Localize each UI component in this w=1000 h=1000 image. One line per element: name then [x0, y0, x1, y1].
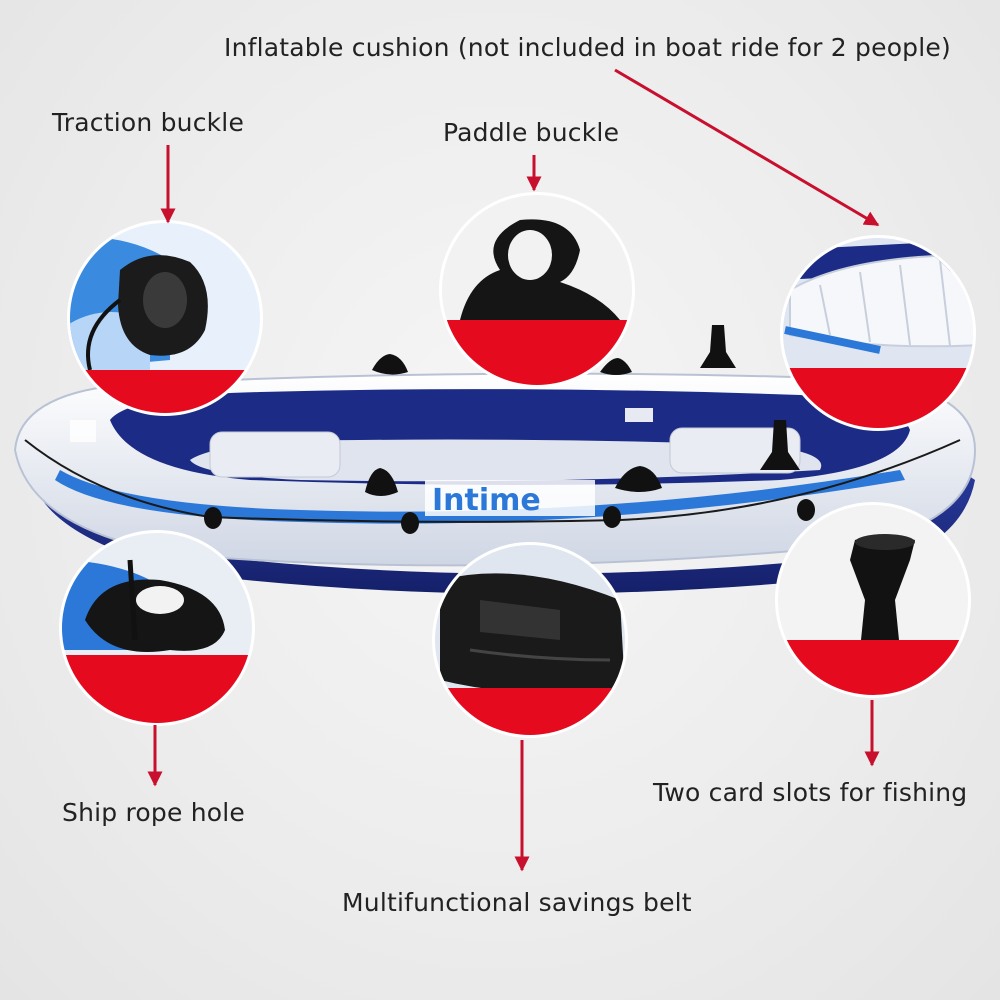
- detail-circle-rope-hole: [59, 530, 255, 726]
- brand-logo: Intime: [425, 480, 595, 518]
- fishing-slot-icon: [850, 534, 915, 650]
- boat-seat-left: [209, 431, 341, 478]
- rod-holder-marks: [700, 325, 800, 470]
- paddle-buckle-marks: [365, 354, 662, 496]
- boat-stripe-blue: [55, 470, 905, 524]
- arrow-cushion: [614, 68, 880, 227]
- label-ship-rope-hole: Ship rope hole: [62, 798, 245, 827]
- detail-circle-traction-buckle: [67, 220, 263, 416]
- label-paddle-buckle: Paddle buckle: [443, 118, 620, 147]
- brand-name: Intime: [432, 483, 541, 518]
- boat-sticker-side: [70, 420, 96, 442]
- detail-circle-paddle-buckle: [439, 192, 635, 388]
- label-inflatable-cushion: Inflatable cushion (not included in boat…: [224, 33, 951, 62]
- cushion-icon: [784, 253, 973, 354]
- traction-buckle-icon: [86, 255, 208, 371]
- paddle-buckle-icon: [460, 219, 620, 320]
- label-traction-buckle: Traction buckle: [52, 108, 245, 137]
- rope-hole-icon: [85, 559, 225, 652]
- label-savings-belt: Multifunctional savings belt: [342, 888, 692, 917]
- detail-circle-fishing-slots: [775, 502, 971, 698]
- rope-hole-marks: [204, 499, 815, 534]
- boat-sticker: [625, 408, 653, 422]
- callout-arrows: [147, 68, 880, 872]
- boat-floor: [190, 439, 822, 482]
- boat-rope: [24, 439, 961, 523]
- detail-circle-cushion: [780, 235, 976, 431]
- label-card-slots: Two card slots for fishing: [653, 778, 968, 807]
- inflatable-boat: Intime: [13, 325, 977, 594]
- savings-belt-icon: [440, 573, 625, 694]
